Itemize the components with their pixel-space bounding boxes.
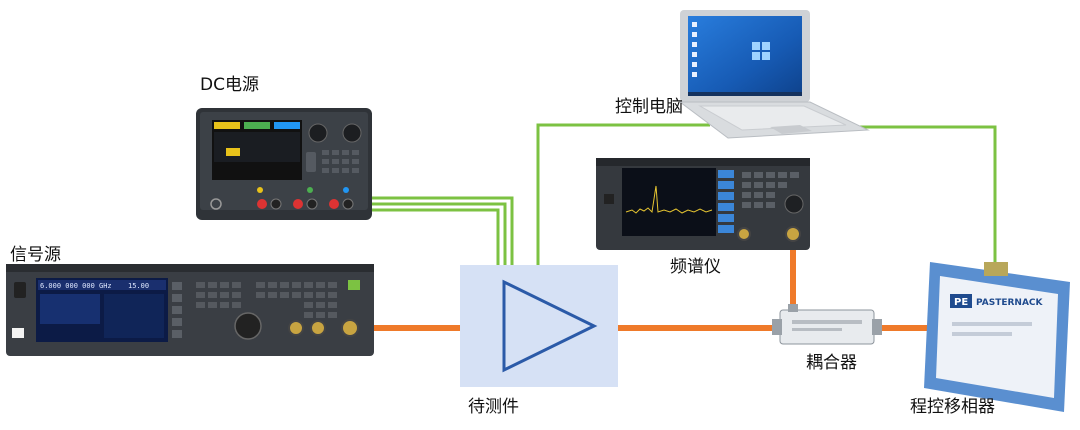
spectrum-keypad <box>742 172 799 208</box>
dc-screen-ch1-header <box>214 122 240 129</box>
label-spectrum-analyzer: 频谱仪 <box>670 257 721 277</box>
dc-power-wire-3 <box>368 208 500 265</box>
phase-shifter-control-connector <box>984 262 1008 276</box>
pc-to-dut-link <box>536 123 710 265</box>
coupler-label-line-2 <box>792 328 842 331</box>
signal-source-readout-bar <box>38 280 166 290</box>
dc-screen-readouts <box>214 132 300 162</box>
dc-keypad <box>306 150 359 173</box>
windows-logo-icon <box>752 42 770 60</box>
coupler-body <box>779 309 875 345</box>
pc-to-phase-shifter-link <box>860 125 997 263</box>
spectrum-analyzer-usb <box>604 194 614 204</box>
pasternack-brand: PASTERNACK <box>976 298 1044 308</box>
signal-source-panel-right <box>104 294 164 338</box>
coupler-port-out <box>872 319 882 335</box>
dc-power-supply <box>196 108 372 220</box>
dc-voltage-knob <box>308 123 328 143</box>
coupler-port-in <box>772 319 782 335</box>
signal-source-knob <box>234 312 262 340</box>
spectrum-analyzer-top-trim <box>596 158 810 166</box>
label-dut: 待测件 <box>468 397 519 417</box>
label-dc-power: DC电源 <box>200 75 259 95</box>
dc-output-terminals <box>257 187 354 210</box>
spectrum-analyzer-connector-1 <box>737 227 751 241</box>
phase-shifter-text-line-2 <box>952 332 1012 336</box>
directional-coupler <box>772 304 882 345</box>
laptop-touchpad <box>770 125 812 134</box>
signal-source-connector-2 <box>310 320 326 336</box>
dc-screen-ch3-header <box>274 122 300 129</box>
laptop-taskbar <box>688 92 802 96</box>
signal-source-power: 15.00 <box>128 282 149 290</box>
spectrum-analyzer-screen <box>622 168 716 236</box>
spectrum-trace <box>625 185 713 214</box>
signal-source-rf-out-connector <box>341 319 359 337</box>
dc-current-knob <box>342 123 362 143</box>
dc-power-wire-2 <box>368 202 507 265</box>
laptop-keyboard <box>698 105 847 131</box>
label-control-pc: 控制电脑 <box>615 97 683 117</box>
dc-screen-ch2-header <box>244 122 270 129</box>
phase-shifter-text-line-1 <box>952 322 1032 326</box>
signal-source-rf-on-led <box>348 280 360 290</box>
pe-logo-text: PE <box>954 297 968 308</box>
spectrum-softkeys <box>718 170 734 233</box>
label-coupler: 耦合器 <box>806 353 857 373</box>
dut-amplifier <box>460 265 618 387</box>
laptop-wallpaper <box>688 16 802 96</box>
laptop-desktop-icons <box>692 22 697 77</box>
coupler-port-coupled <box>788 304 798 312</box>
dc-screen-indicator <box>226 148 240 156</box>
signal-source-connector-1 <box>288 320 304 336</box>
control-pc-laptop <box>678 10 870 139</box>
signal-source-top-trim <box>6 264 374 272</box>
programmable-phase-shifter: PE PASTERNACK <box>924 262 1070 412</box>
amplifier-triangle-icon <box>502 279 598 373</box>
label-signal-source: 信号源 <box>10 245 61 265</box>
signal-source-usb-port <box>14 282 26 298</box>
signal-source-frequency: 6.000 000 000 GHz <box>40 282 112 290</box>
dc-power-button-icon <box>210 198 222 210</box>
control-links <box>368 123 997 265</box>
dc-power-wire-1 <box>368 196 514 265</box>
signal-source-softkeys <box>172 282 182 338</box>
spectrum-analyzer-rf-in-connector <box>785 226 801 242</box>
signal-source-badge <box>12 328 24 338</box>
signal-source-keypad <box>196 282 337 318</box>
signal-source-panel-left <box>40 294 100 324</box>
signal-source: 6.000 000 000 GHz 15.00 <box>6 264 374 356</box>
coupler-label-line-1 <box>792 320 862 324</box>
pe-logo <box>950 294 972 308</box>
spectrum-analyzer-knob <box>784 194 804 214</box>
spectrum-analyzer <box>596 158 810 250</box>
label-phase-shifter: 程控移相器 <box>910 397 995 417</box>
